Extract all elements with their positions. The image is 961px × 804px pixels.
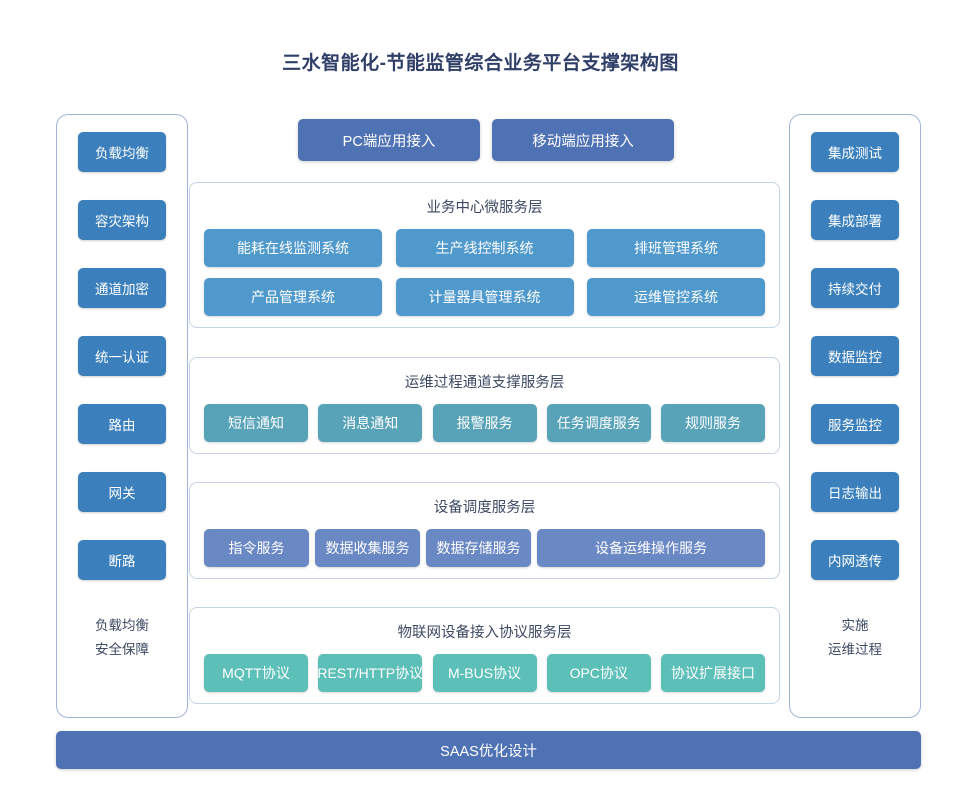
node-device-ops-operation-service[interactable]: 设备运维操作服务 bbox=[537, 529, 765, 567]
node-opc-protocol[interactable]: OPC协议 bbox=[546, 654, 651, 692]
application-access-row: PC端应用接入 移动端应用接入 bbox=[298, 119, 674, 161]
sidebar-item-log-output[interactable]: 日志输出 bbox=[811, 472, 899, 512]
layer-business-microservice: 业务中心微服务层 能耗在线监测系统 生产线控制系统 排班管理系统 产品管理系统 … bbox=[189, 182, 780, 328]
node-message-notification[interactable]: 消息通知 bbox=[318, 404, 423, 442]
layer-row-device-1: 指令服务 数据收集服务 数据存储服务 设备运维操作服务 bbox=[204, 529, 765, 567]
right-support-column: 集成测试 集成部署 持续交付 数据监控 服务监控 日志输出 内网透传 实施 运维… bbox=[789, 114, 921, 718]
right-column-caption: 实施 运维过程 bbox=[828, 614, 882, 662]
layer-iot-protocol-access: 物联网设备接入协议服务层 MQTT协议 REST/HTTP协议 M-BUS协议 … bbox=[189, 607, 780, 704]
layer-title-device: 设备调度服务层 bbox=[433, 500, 536, 516]
node-data-storage-service[interactable]: 数据存储服务 bbox=[426, 529, 531, 567]
sidebar-item-gateway[interactable]: 网关 bbox=[78, 472, 166, 512]
access-button-mobile[interactable]: 移动端应用接入 bbox=[492, 119, 674, 161]
node-sms-notification[interactable]: 短信通知 bbox=[204, 404, 308, 442]
node-ops-control-system[interactable]: 运维管控系统 bbox=[587, 278, 765, 316]
page-title: 三水智能化-节能监管综合业务平台支撑架构图 bbox=[282, 53, 679, 74]
node-mbus-protocol[interactable]: M-BUS协议 bbox=[432, 654, 537, 692]
layer-title-iot: 物联网设备接入协议服务层 bbox=[397, 625, 572, 641]
left-column-caption-line2: 安全保障 bbox=[95, 642, 149, 657]
layer-ops-channel-support: 运维过程通道支撑服务层 短信通知 消息通知 报警服务 任务调度服务 规则服务 bbox=[189, 357, 780, 454]
sidebar-item-load-balance[interactable]: 负载均衡 bbox=[78, 132, 166, 172]
sidebar-item-service-monitoring[interactable]: 服务监控 bbox=[811, 404, 899, 444]
sidebar-item-continuous-delivery[interactable]: 持续交付 bbox=[811, 268, 899, 308]
sidebar-item-intranet-passthrough[interactable]: 内网透传 bbox=[811, 540, 899, 580]
node-rest-http-protocol[interactable]: REST/HTTP协议 bbox=[317, 654, 423, 692]
node-energy-monitoring-system[interactable]: 能耗在线监测系统 bbox=[204, 229, 382, 267]
sidebar-item-integration-test[interactable]: 集成测试 bbox=[811, 132, 899, 172]
layer-row-business-1: 能耗在线监测系统 生产线控制系统 排班管理系统 bbox=[204, 229, 765, 267]
node-alarm-service[interactable]: 报警服务 bbox=[432, 404, 537, 442]
sidebar-item-integration-deploy[interactable]: 集成部署 bbox=[811, 200, 899, 240]
layer-title-business: 业务中心微服务层 bbox=[426, 200, 543, 216]
left-support-column: 负载均衡 容灾架构 通道加密 统一认证 路由 网关 断路 负载均衡 安全保障 bbox=[56, 114, 188, 718]
layer-device-scheduling: 设备调度服务层 指令服务 数据收集服务 数据存储服务 设备运维操作服务 bbox=[189, 482, 780, 579]
left-column-caption: 负载均衡 安全保障 bbox=[95, 614, 149, 662]
layer-row-ops-1: 短信通知 消息通知 报警服务 任务调度服务 规则服务 bbox=[204, 404, 765, 442]
node-mqtt-protocol[interactable]: MQTT协议 bbox=[204, 654, 308, 692]
right-column-caption-line2: 运维过程 bbox=[828, 642, 882, 657]
node-product-management-system[interactable]: 产品管理系统 bbox=[204, 278, 382, 316]
sidebar-item-circuit-breaker[interactable]: 断路 bbox=[78, 540, 166, 580]
node-rule-service[interactable]: 规则服务 bbox=[661, 404, 765, 442]
layer-row-iot-1: MQTT协议 REST/HTTP协议 M-BUS协议 OPC协议 协议扩展接口 bbox=[204, 654, 765, 692]
sidebar-item-unified-auth[interactable]: 统一认证 bbox=[78, 336, 166, 376]
right-column-caption-line1: 实施 bbox=[841, 618, 869, 633]
sidebar-item-routing[interactable]: 路由 bbox=[78, 404, 166, 444]
sidebar-item-channel-encryption[interactable]: 通道加密 bbox=[78, 268, 166, 308]
node-data-collection-service[interactable]: 数据收集服务 bbox=[315, 529, 420, 567]
layer-row-business-2: 产品管理系统 计量器具管理系统 运维管控系统 bbox=[204, 278, 765, 316]
layer-title-ops: 运维过程通道支撑服务层 bbox=[404, 375, 565, 391]
sidebar-item-dr-architecture[interactable]: 容灾架构 bbox=[78, 200, 166, 240]
access-button-pc[interactable]: PC端应用接入 bbox=[298, 119, 480, 161]
saas-optimization-bar[interactable]: SAAS优化设计 bbox=[56, 731, 921, 769]
node-metering-device-management-system[interactable]: 计量器具管理系统 bbox=[395, 278, 574, 316]
node-command-service[interactable]: 指令服务 bbox=[204, 529, 309, 567]
sidebar-item-data-monitoring[interactable]: 数据监控 bbox=[811, 336, 899, 376]
node-shift-management-system[interactable]: 排班管理系统 bbox=[587, 229, 765, 267]
left-column-caption-line1: 负载均衡 bbox=[95, 618, 149, 633]
node-task-scheduling-service[interactable]: 任务调度服务 bbox=[546, 404, 651, 442]
node-protocol-extension-interface[interactable]: 协议扩展接口 bbox=[661, 654, 765, 692]
node-production-line-control-system[interactable]: 生产线控制系统 bbox=[395, 229, 574, 267]
